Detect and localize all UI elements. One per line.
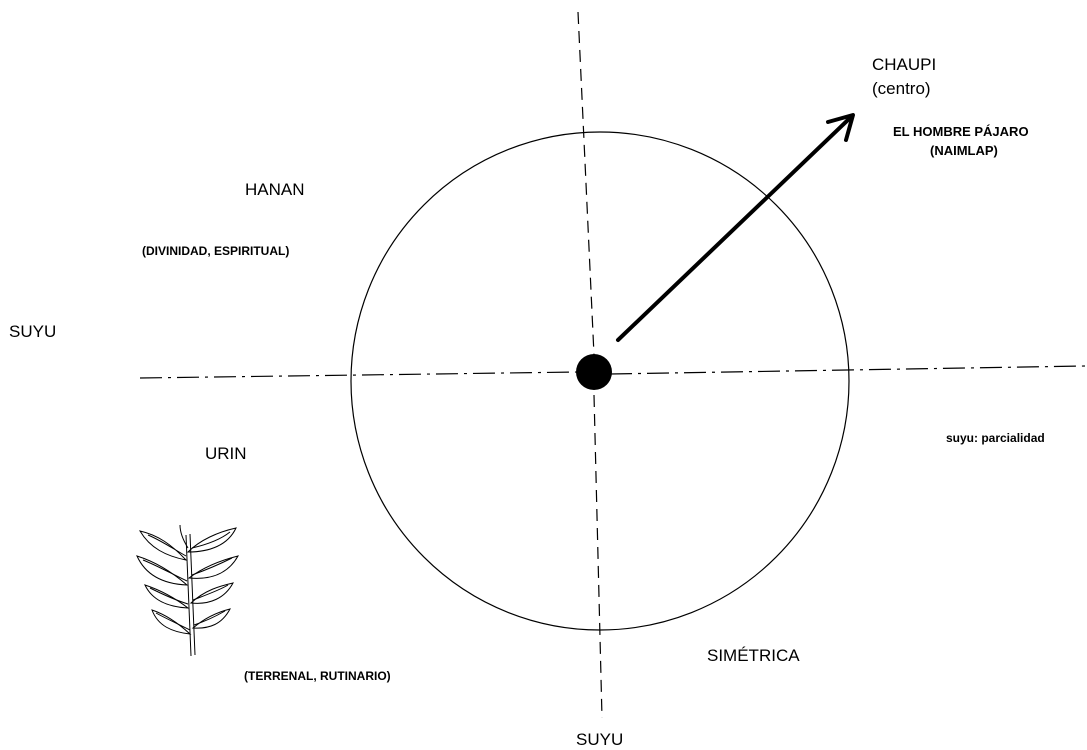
divinidad-label: (DIVINIDAD, ESPIRITUAL) bbox=[142, 244, 289, 258]
terrenal-label: (TERRENAL, RUTINARIO) bbox=[244, 669, 391, 683]
naimlap-label: (NAIMLAP) bbox=[930, 143, 998, 158]
centro-label: (centro) bbox=[872, 79, 931, 99]
simetrica-label: SIMÉTRICA bbox=[707, 646, 800, 666]
suyu-note-label: suyu: parcialidad bbox=[946, 431, 1045, 445]
center-point bbox=[576, 354, 612, 390]
horizontal-axis bbox=[140, 366, 1085, 378]
hombre-pajaro-label: EL HOMBRE PÁJARO bbox=[893, 124, 1029, 139]
hanan-label: HANAN bbox=[245, 180, 305, 200]
chaupi-label: CHAUPI bbox=[872, 55, 936, 75]
arrow-to-chaupi bbox=[618, 115, 853, 340]
suyu-left-label: SUYU bbox=[9, 322, 56, 342]
fern-icon bbox=[137, 525, 238, 656]
suyu-bottom-label: SUYU bbox=[576, 730, 623, 750]
urin-label: URIN bbox=[205, 444, 247, 464]
